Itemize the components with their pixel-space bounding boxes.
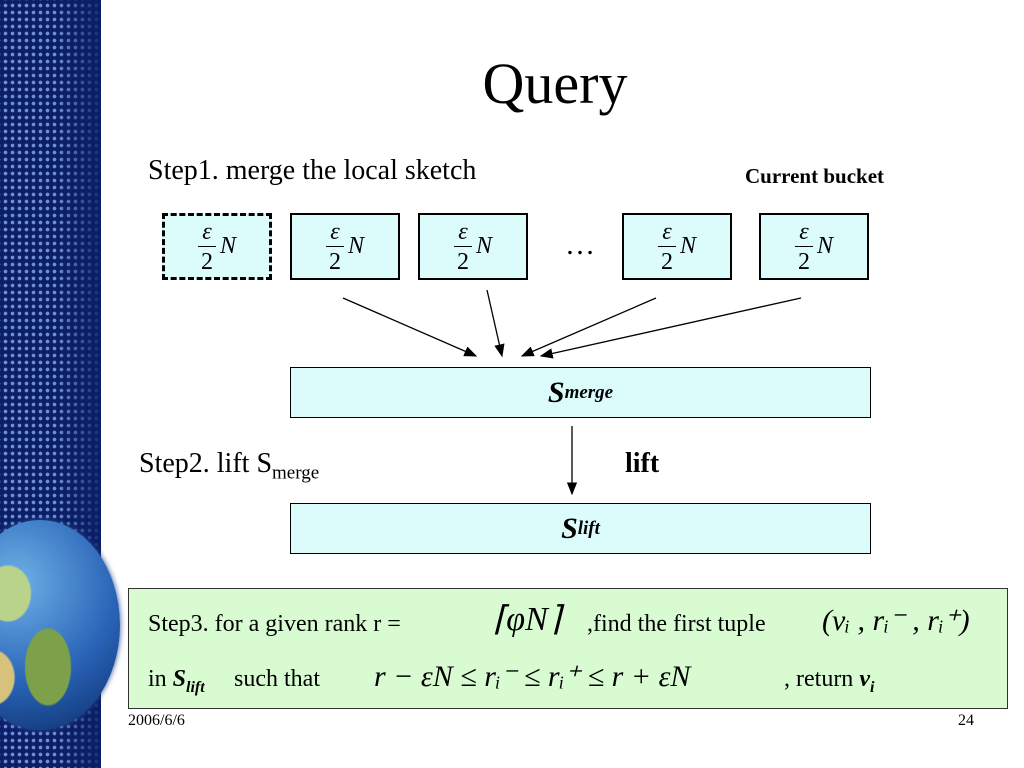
step3-line1-prefix: Step3. for a given rank r = — [148, 611, 401, 637]
slide-title: Query — [482, 51, 628, 116]
footer-date: 2006/6/6 — [128, 712, 185, 729]
arrow-1 — [342, 297, 478, 357]
step3-return: , return vi — [784, 666, 875, 696]
step3-box: Step3. for a given rank r = ⌈φN⌉ ,find t… — [128, 588, 1008, 709]
step3-line2-in: in Slift — [148, 666, 205, 696]
ellipsis: … — [565, 228, 595, 261]
step3-line2-such: such that — [234, 666, 320, 692]
step3-inequality: r − εN ≤ rᵢ⁻ ≤ rᵢ⁺ ≤ r + εN — [374, 660, 691, 693]
step2-text: Step2. lift Smerge — [139, 448, 320, 484]
arrow-3 — [520, 297, 657, 357]
step1-text: Step1. merge the local sketch — [148, 155, 477, 186]
step3-tuple: (vᵢ , rᵢ⁻ , rᵢ⁺) — [822, 604, 970, 637]
step3-line1-mid: ,find the first tuple — [587, 611, 766, 637]
current-bucket-label: Current bucket — [745, 164, 885, 188]
arrow-2 — [486, 289, 505, 358]
step3-rank-expr: ⌈φN⌉ — [493, 601, 562, 638]
footer-page-number: 24 — [958, 712, 974, 729]
arrow-4 — [539, 297, 802, 359]
lift-label: lift — [625, 448, 660, 479]
